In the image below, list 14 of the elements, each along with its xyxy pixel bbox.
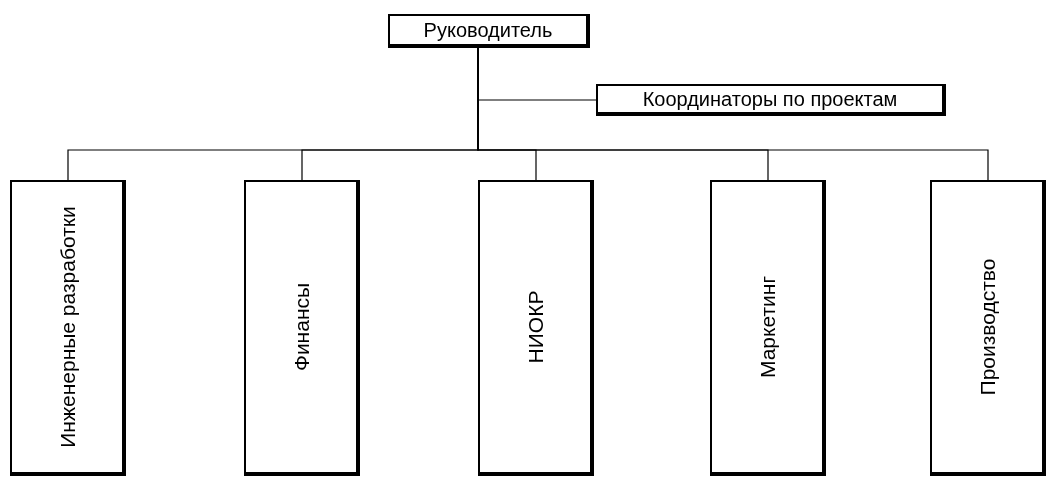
department-label: Маркетинг (756, 275, 778, 379)
department-box (10, 180, 126, 476)
department-box (930, 180, 1046, 476)
department-label: НИОКР (524, 290, 546, 364)
department-box (244, 180, 360, 476)
department-label: Инженерные разработки (56, 206, 78, 448)
box-label: Координаторы по проектам (642, 89, 898, 109)
department-box (478, 180, 594, 476)
department-label: Финансы (290, 282, 312, 372)
box-label: Руководитель (423, 20, 553, 40)
head-box (388, 14, 590, 48)
department-box (710, 180, 826, 476)
department-label: Производство (976, 258, 998, 396)
coordinator-box (596, 84, 946, 116)
